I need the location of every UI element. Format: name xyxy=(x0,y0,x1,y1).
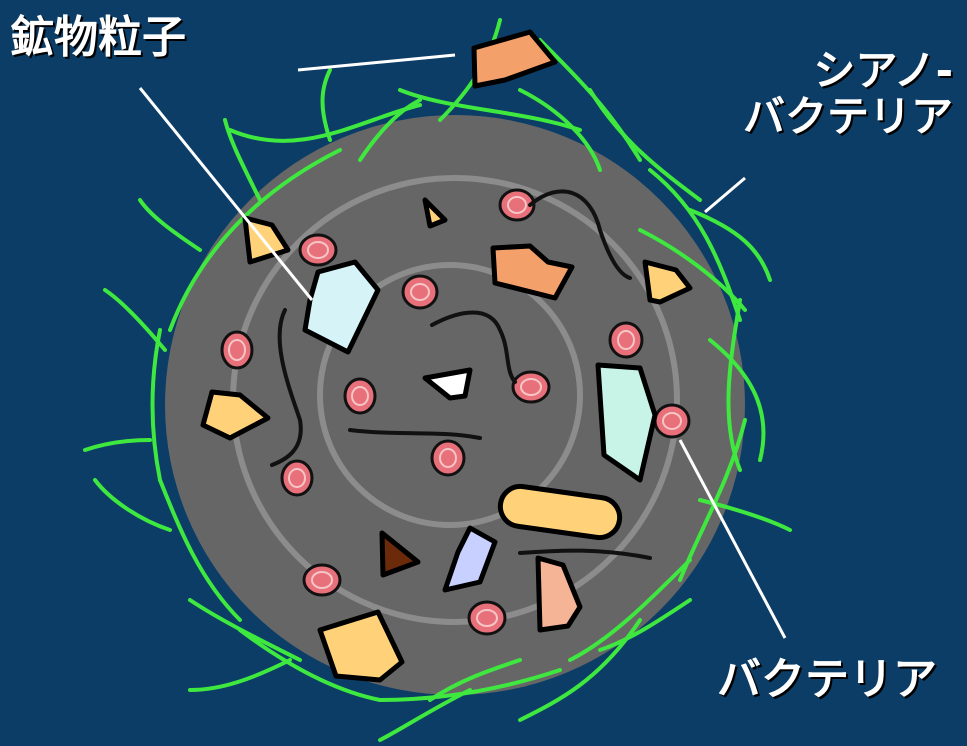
cyanobacteria-label-line2: バクテリア xyxy=(743,94,953,140)
filament xyxy=(95,480,170,530)
bacteria-cell xyxy=(432,441,464,475)
bacteria-cell xyxy=(513,372,549,402)
filament xyxy=(190,660,290,690)
bacteria-label: バクテリア xyxy=(717,656,937,704)
filament xyxy=(105,290,165,350)
mineral-top-leader-line xyxy=(298,55,455,70)
bacteria-cell xyxy=(304,565,340,595)
filament xyxy=(225,120,260,200)
mineral-particles-label: 鉱物粒子 xyxy=(10,14,186,62)
filament xyxy=(140,200,200,250)
bacteria-cell xyxy=(403,276,437,308)
bacteria-cell xyxy=(655,405,689,437)
cyanobacteria-label-line1: シアノ- xyxy=(743,48,953,94)
cyano-leader-line xyxy=(705,178,745,212)
filament xyxy=(85,440,150,450)
bacteria-cell xyxy=(469,602,505,634)
cyanobacteria-label: シアノ- バクテリア xyxy=(743,48,953,140)
bacteria-cell xyxy=(610,323,642,357)
filament xyxy=(153,330,161,480)
filament xyxy=(323,70,331,140)
bacteria-cell xyxy=(222,332,252,368)
bacteria-cell xyxy=(282,461,312,495)
bacteria-cell xyxy=(300,235,336,265)
bacteria-cell xyxy=(345,379,375,413)
